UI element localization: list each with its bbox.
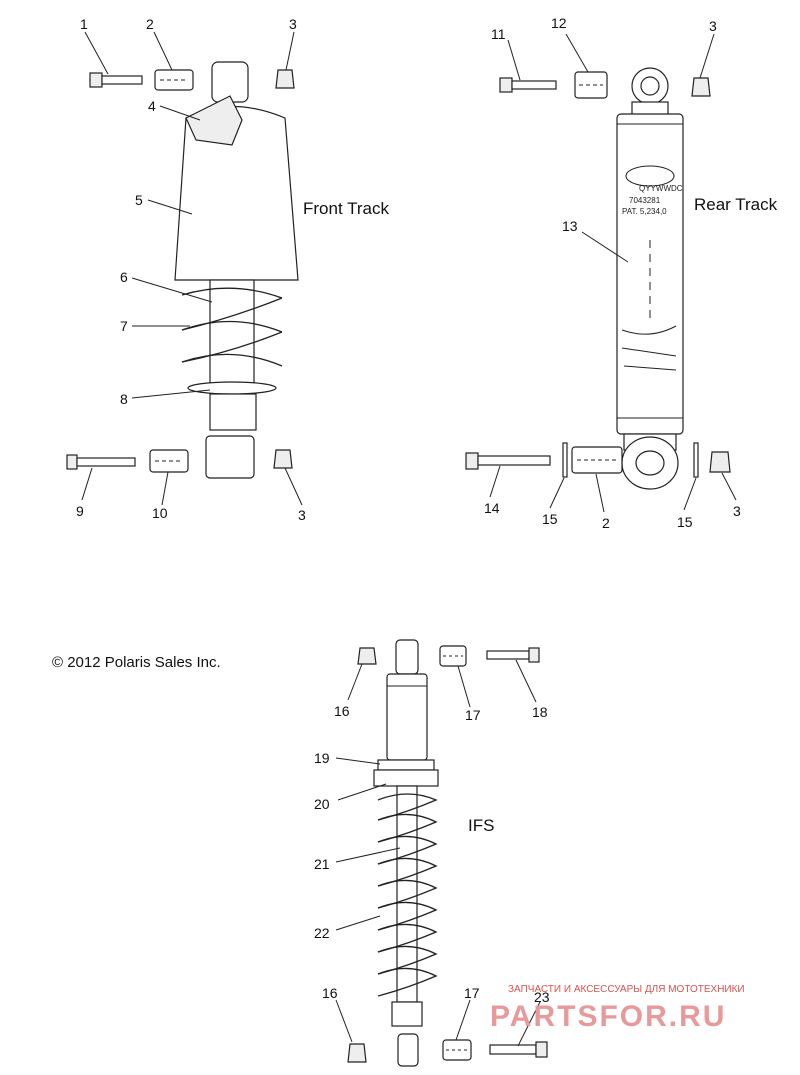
callout-number: 17 [464, 985, 480, 1001]
front-bottom-bolt [66, 454, 136, 470]
callout-number: 23 [534, 989, 550, 1005]
callout-number: 2 [146, 16, 154, 32]
callout-number: 1 [80, 16, 88, 32]
front-top-nut [275, 69, 295, 89]
callout-number: 5 [135, 192, 143, 208]
rear-track-label: Rear Track [694, 195, 778, 214]
ifs-top-bolt [486, 647, 540, 663]
front-top-bolt [89, 72, 143, 88]
ifs-assembly: 16 17 18 19 20 21 22 16 17 23 IFS [314, 639, 550, 1067]
ifs-spring [377, 793, 438, 997]
rear-bottom-nut [709, 451, 731, 473]
rear-top-nut [691, 77, 711, 97]
callout-number: 3 [298, 507, 306, 523]
front-track-label: Front Track [303, 199, 389, 218]
callout-number: 3 [733, 503, 741, 519]
callout-number: 15 [677, 514, 693, 530]
callout-number: 15 [542, 511, 558, 527]
front-track-assembly: 1 2 3 4 5 6 7 8 9 10 3 Front Track [66, 16, 389, 523]
ifs-bottom-nut [347, 1043, 367, 1063]
ifs-shock-body [386, 673, 428, 761]
callout-number: 10 [152, 505, 168, 521]
ifs-label: IFS [468, 816, 494, 835]
callout-number: 21 [314, 856, 330, 872]
shock-stamp-line1: QYYWWDC [639, 184, 683, 193]
rear-top-bushing [574, 71, 608, 99]
callout-number: 4 [148, 98, 156, 114]
ifs-bottom-bolt [489, 1041, 548, 1058]
front-spring [181, 287, 283, 367]
callout-number: 18 [532, 704, 548, 720]
callout-number: 22 [314, 925, 330, 941]
watermark-brand: PARTSFOR.RU [490, 1000, 726, 1033]
rear-bottom-bolt [465, 452, 551, 470]
copyright-text: © 2012 Polaris Sales Inc. [52, 654, 221, 671]
callout-number: 16 [334, 703, 350, 719]
callout-number: 8 [120, 391, 128, 407]
ifs-bottom-bushing [442, 1039, 472, 1061]
rear-top-bolt [499, 77, 557, 93]
callout-number: 20 [314, 796, 330, 812]
shock-stamp-line2: 7043281 [629, 196, 661, 205]
rear-track-assembly: QYYWWDC 7043281 PAT. 5,234,0 11 12 [465, 15, 778, 531]
watermark-tagline: ЗАПЧАСТИ И АКСЕССУАРЫ ДЛЯ МОТОТЕХНИКИ [508, 984, 745, 995]
callout-number: 13 [562, 218, 578, 234]
front-bottom-nut [273, 449, 293, 469]
rear-washer-right [693, 442, 699, 478]
callout-number: 7 [120, 318, 128, 334]
callout-number: 16 [322, 985, 338, 1001]
callout-number: 14 [484, 500, 500, 516]
rear-washer-left [562, 442, 568, 478]
callout-number: 12 [551, 15, 567, 31]
front-bracket [185, 95, 243, 146]
callout-number: 19 [314, 750, 330, 766]
ifs-top-bushing [439, 645, 467, 667]
rear-bottom-bushing [571, 446, 623, 474]
callout-number: 17 [465, 707, 481, 723]
ifs-top-nut [357, 647, 377, 665]
callout-number: 9 [76, 503, 84, 519]
ifs-spring-seat [377, 759, 435, 771]
callout-number: 11 [491, 26, 506, 42]
callout-number: 6 [120, 269, 128, 285]
front-spring-seat [187, 381, 277, 395]
callout-number: 2 [602, 515, 610, 531]
callout-number: 3 [709, 18, 717, 34]
callout-number: 3 [289, 16, 297, 32]
shock-stamp-line3: PAT. 5,234,0 [622, 207, 667, 216]
